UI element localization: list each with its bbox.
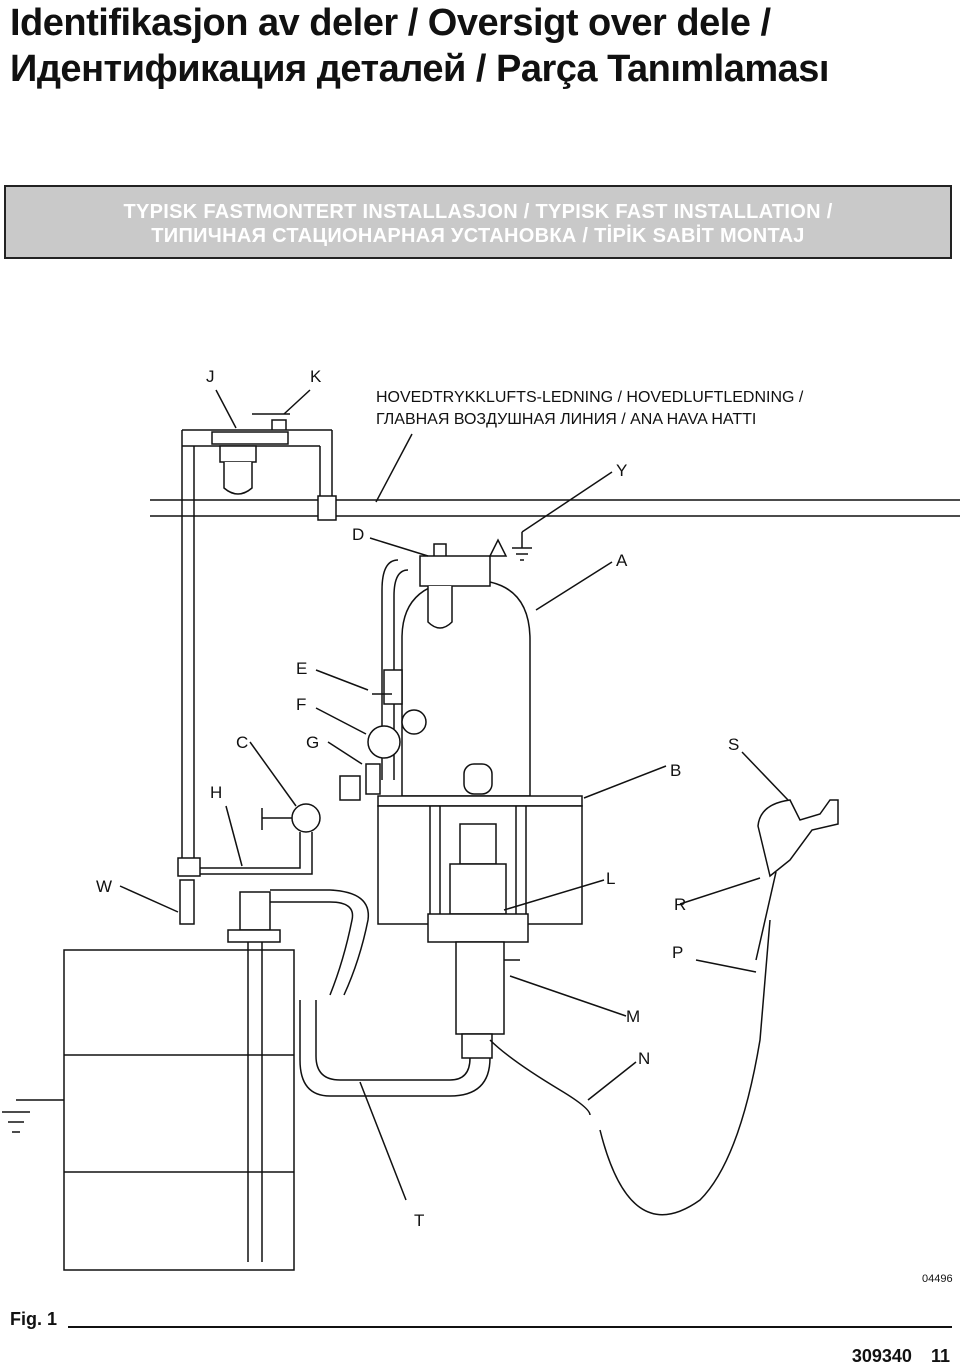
label-a: A [616, 551, 628, 570]
motor-air-hose [381, 559, 409, 780]
air-pressure-gauge [401, 709, 427, 735]
section-banner: TYPISK FASTMONTERT INSTALLASJON / TYPISK… [4, 185, 952, 259]
displacement-pump [459, 823, 497, 865]
label-w: W [96, 877, 112, 896]
label-m: M [626, 1007, 640, 1026]
air-shutoff-valve [383, 669, 403, 705]
siphon-hose [270, 889, 370, 996]
air-line-lubricator [291, 803, 321, 833]
label-h: H [210, 783, 222, 802]
installation-diagram: J K HOVEDTRYKKLUFTS-LEDNING / HOVEDLUFTL… [2, 367, 960, 1285]
spray-gun [757, 799, 839, 878]
page-footer: 309340 11 [852, 1346, 950, 1367]
motor-air-regulator [419, 555, 491, 587]
label-g: G [306, 733, 319, 752]
label-d: D [352, 525, 364, 544]
label-k: K [310, 367, 322, 386]
air-line-note-line-2: ГЛАВНАЯ ВОЗДУШНАЯ ЛИНИЯ / ANA HAVA HATTI [376, 411, 756, 428]
hose-swivel [755, 871, 777, 961]
bleed-valve-k [271, 419, 287, 430]
label-s: S [728, 735, 739, 754]
material-drum [63, 949, 295, 1271]
label-p: P [672, 943, 683, 962]
air-line-tee [317, 495, 337, 521]
label-l: L [606, 869, 615, 888]
label-e: E [296, 659, 307, 678]
air-motor [401, 579, 531, 797]
air-regulator-f [367, 725, 401, 759]
drum-ground-wire [2, 1099, 64, 1133]
suction-hose [299, 1000, 491, 1097]
drawing-number: 04496 [922, 1273, 953, 1285]
bleed-air-valve [365, 763, 381, 795]
page-title-line-2: Идентификация деталей / Parça Tanımlamas… [10, 48, 830, 90]
doc-number: 309340 [851, 1346, 912, 1366]
label-t: T [414, 1211, 424, 1230]
figure-label: Fig. 1 [10, 1309, 58, 1329]
leader-lines [119, 389, 789, 1201]
drum-agitator [239, 891, 271, 931]
banner-line-2: ТИПИЧНАЯ СТАЦИОНАРНАЯ УСТАНОВКА / TİPİK … [151, 225, 805, 247]
label-b: B [670, 761, 681, 780]
page-number: 11 [930, 1346, 950, 1366]
figure-rule [68, 1326, 952, 1328]
label-r: R [674, 895, 686, 914]
air-line-note-line-1: HOVEDTRYKKLUFTS-LEDNING / HOVEDLUFTLEDNI… [376, 389, 804, 406]
label-c: C [236, 733, 248, 752]
label-f: F [296, 695, 306, 714]
pump-ground-symbol [512, 532, 532, 561]
main-air-line [150, 499, 318, 517]
label-y: Y [616, 461, 627, 480]
air-line-drain-valve [179, 879, 195, 925]
air-filter [219, 445, 257, 463]
label-j: J [206, 367, 215, 386]
page-title-line-1: Identifikasjon av deler / Oversigt over … [10, 2, 771, 44]
label-n: N [638, 1049, 650, 1068]
fluid-hose [489, 919, 771, 1216]
banner-line-1: TYPISK FASTMONTERT INSTALLASJON / TYPISK… [123, 201, 833, 223]
